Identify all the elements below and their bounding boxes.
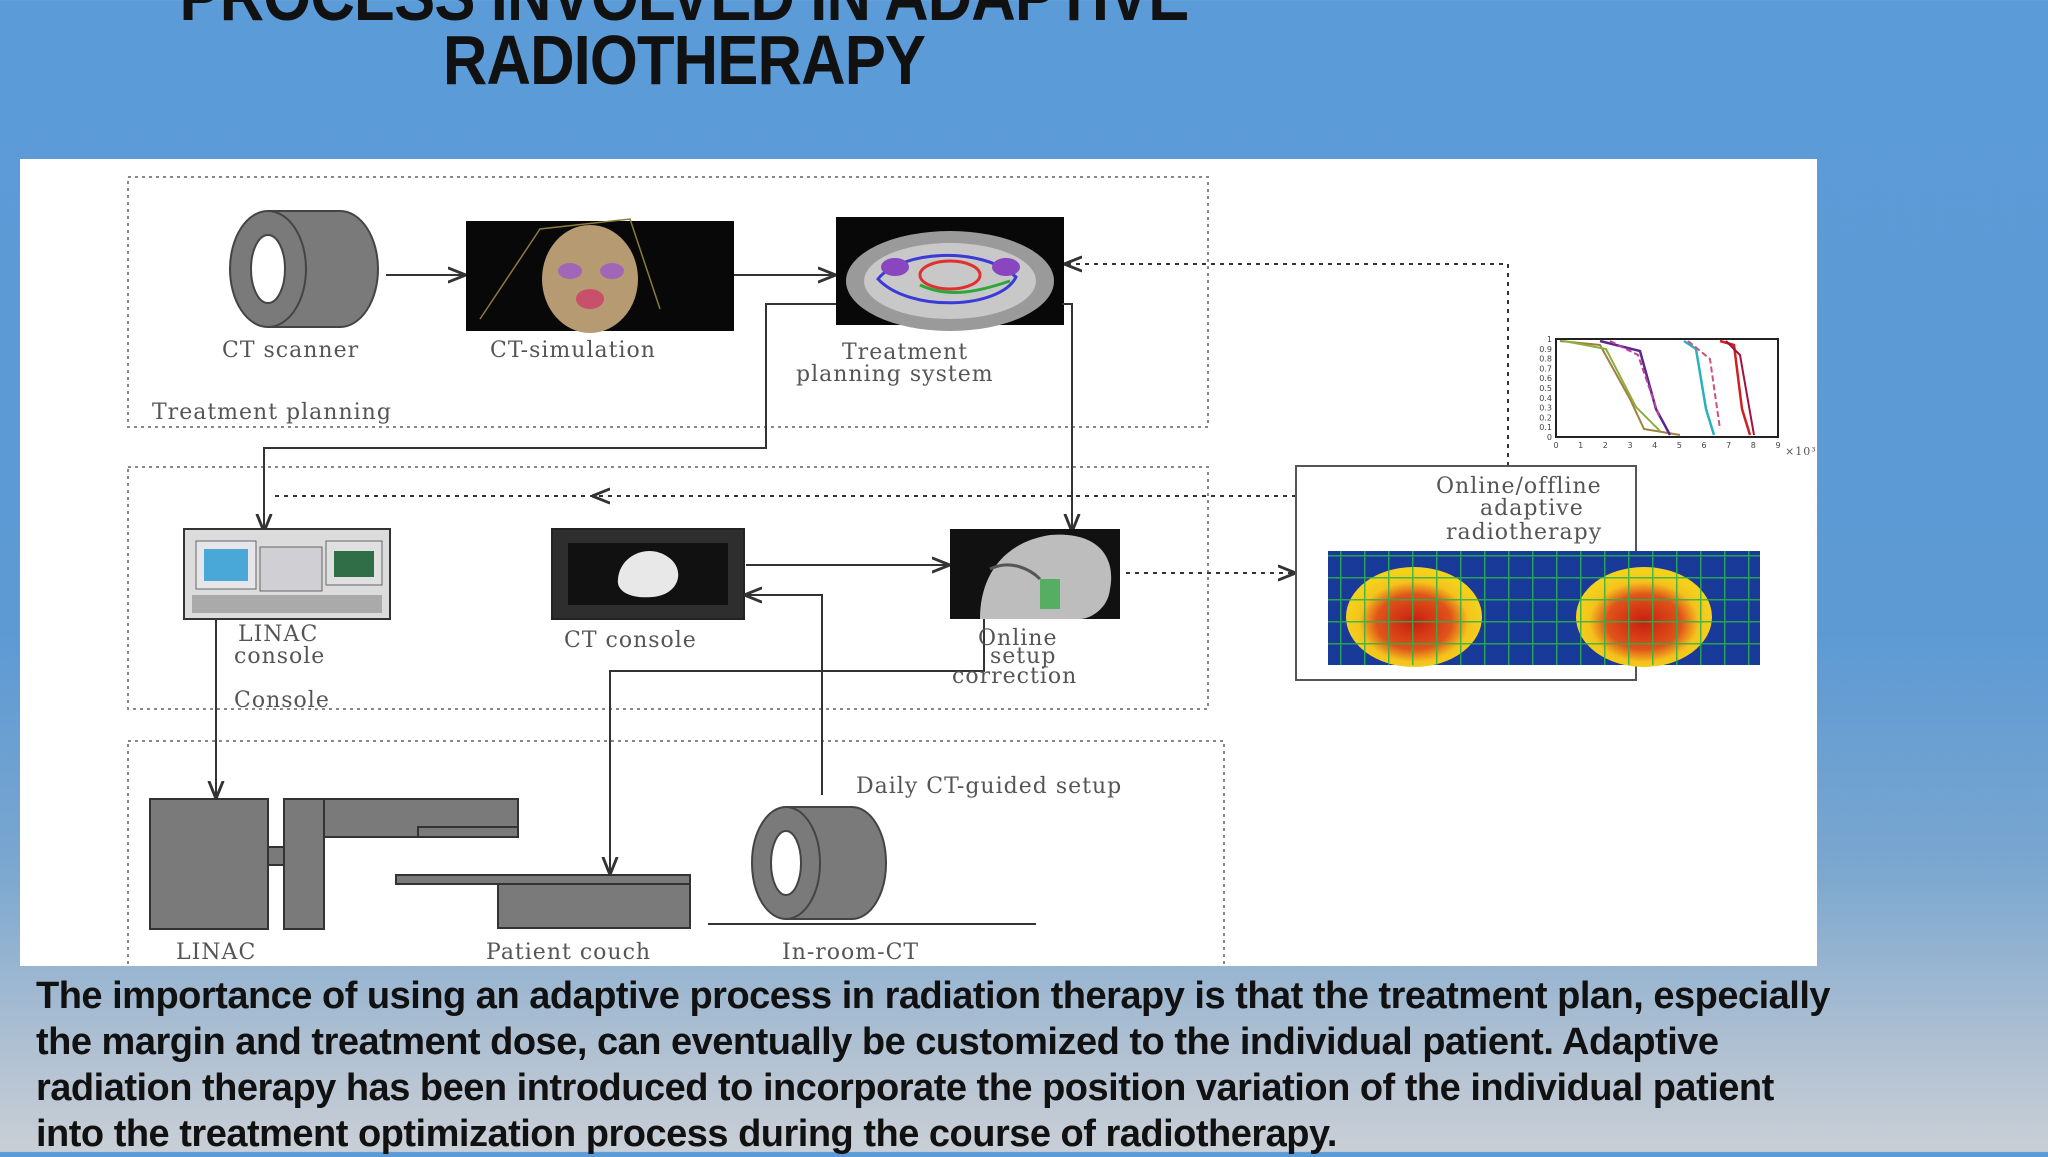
adaptive-radiotherapy-diagram: ×10³ CT scanner CT-simulation Treatment … xyxy=(20,159,1817,966)
label-tps-line2: planning system xyxy=(796,362,994,387)
slide-title-line2: RADIOTHERAPY xyxy=(442,21,926,99)
label-group-daily-setup: Daily CT-guided setup xyxy=(856,774,1122,799)
label-linac: LINAC xyxy=(176,940,256,965)
group-daily-setup-box xyxy=(127,740,1225,966)
label-ct-console: CT console xyxy=(564,628,697,653)
dvh-x-tick-label: 1 xyxy=(1578,441,1583,450)
dvh-x-tick-label: 0 xyxy=(1553,441,1558,450)
label-adaptive-line3: radiotherapy xyxy=(1446,520,1602,545)
dvh-y-tick-label: 0.7 xyxy=(1539,364,1552,373)
dvh-y-tick-label: 0.2 xyxy=(1539,413,1552,422)
group-treatment-planning-box xyxy=(127,176,1209,428)
dvh-x-tick-label: 8 xyxy=(1751,441,1756,450)
dvh-x-tick-label: 4 xyxy=(1652,441,1657,450)
dvh-x-tick-label: 6 xyxy=(1701,441,1706,450)
caption-text: The importance of using an adaptive proc… xyxy=(36,975,1831,1155)
dvh-y-tick-label: 0.5 xyxy=(1539,384,1552,393)
ct-console-image xyxy=(551,528,745,620)
label-group-console: Console xyxy=(234,688,330,713)
label-online-setup-line1: Online xyxy=(978,626,1057,651)
dvh-x-tick-label: 3 xyxy=(1627,441,1632,450)
dvh-x-tick-label: 7 xyxy=(1726,441,1731,450)
linac-console-image xyxy=(183,528,391,620)
dvh-y-tick-label: 0.6 xyxy=(1539,374,1552,383)
dvh-x-tick-label: 5 xyxy=(1677,441,1682,450)
label-adaptive-line1: Online/offline xyxy=(1436,474,1602,499)
slide-title-line1: PROCESS INVOLVED IN ADAPTIVE xyxy=(82,0,1286,34)
dvh-x-tick-label: 2 xyxy=(1603,441,1608,450)
online-setup-image xyxy=(950,529,1120,619)
label-linac-console-line1: LINAC xyxy=(238,622,318,647)
label-adaptive-line2: adaptive xyxy=(1480,496,1584,521)
treatment-planning-image xyxy=(836,217,1064,331)
label-online-setup-line2: setup xyxy=(990,644,1056,669)
in-room-ct-icon xyxy=(708,806,1036,925)
dvh-y-tick-label: 0 xyxy=(1547,433,1552,442)
dvh-x-tick-label: 9 xyxy=(1775,441,1780,450)
dvh-y-tick-label: 0.9 xyxy=(1539,345,1552,354)
label-ct-simulation: CT-simulation xyxy=(490,338,656,363)
dvh-y-tick-label: 0.1 xyxy=(1539,423,1552,432)
dvh-y-tick-label: 1 xyxy=(1547,335,1552,344)
linac-machine-icon xyxy=(149,798,519,930)
label-ct-scanner: CT scanner xyxy=(222,338,359,363)
label-in-room-ct: In-room-CT xyxy=(782,940,919,965)
deformation-heatmap-image xyxy=(1328,551,1760,667)
dvh-y-tick-label: 0.3 xyxy=(1539,404,1552,413)
label-linac-console-line2: console xyxy=(234,644,325,669)
ct-scanner-icon xyxy=(229,210,379,328)
patient-couch-icon xyxy=(395,874,691,929)
label-group-treatment-planning: Treatment planning xyxy=(152,400,392,425)
dvh-y-tick-label: 0.4 xyxy=(1539,394,1552,403)
dvh-y-tick-label: 0.8 xyxy=(1539,355,1552,364)
dvh-x-unit: ×10³ xyxy=(1785,445,1817,458)
dvh-plot xyxy=(1555,338,1779,438)
label-online-setup-line3: correction xyxy=(952,664,1077,689)
ct-simulation-image xyxy=(466,218,734,333)
label-patient-couch: Patient couch xyxy=(486,940,651,965)
group-console-box xyxy=(127,466,1209,710)
label-tps-line1: Treatment xyxy=(842,340,968,365)
